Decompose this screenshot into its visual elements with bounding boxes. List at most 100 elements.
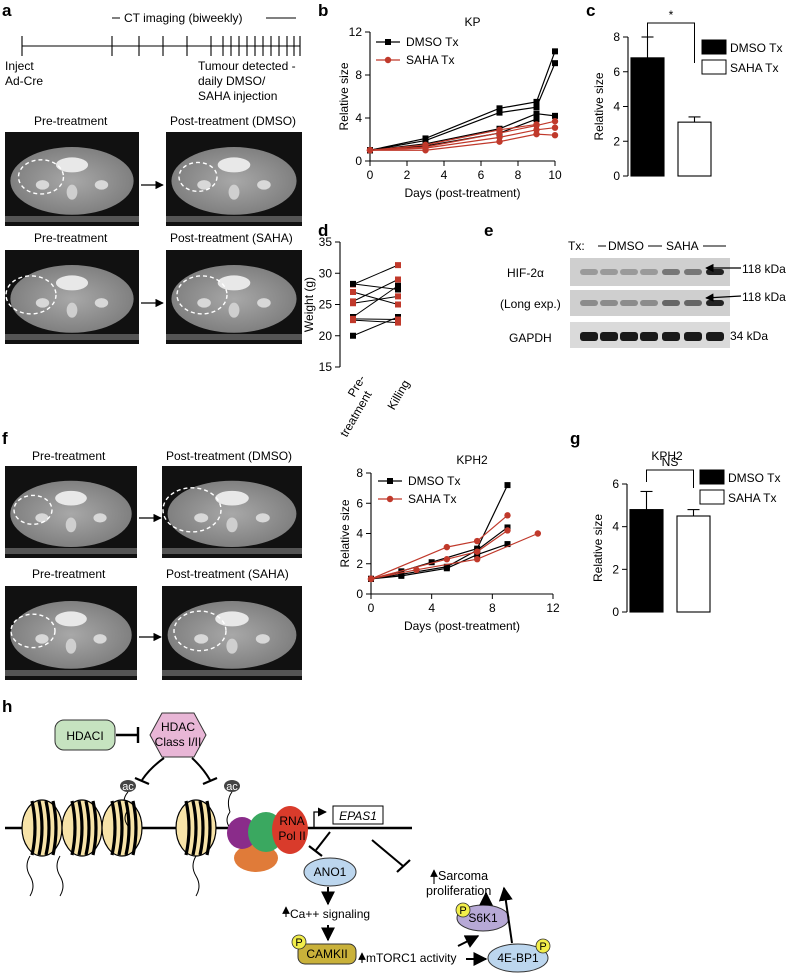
pair-line bbox=[352, 318, 399, 320]
blot-band bbox=[620, 300, 638, 306]
ct-bone bbox=[35, 298, 50, 308]
ct-bone bbox=[66, 302, 78, 318]
panel-f: f Pre-treatment Post-treatment (DMSO) Pr… bbox=[2, 429, 560, 633]
panel-label-a: a bbox=[2, 1, 12, 20]
histone-tail bbox=[56, 855, 64, 897]
legend-saha-marker bbox=[386, 495, 394, 503]
panel-label-h: h bbox=[2, 697, 12, 716]
saha-point bbox=[551, 124, 559, 131]
ca-signal-label: Ca++ signaling bbox=[290, 907, 370, 921]
dmso-bar bbox=[630, 57, 665, 177]
x-category-label-killing: Killing bbox=[384, 378, 412, 413]
legend-saha-swatch bbox=[701, 59, 727, 75]
sarcoma-label-2: proliferation bbox=[426, 884, 491, 898]
blot-band bbox=[706, 269, 724, 275]
saha-point bbox=[366, 147, 374, 154]
blot-saha-label: SAHA bbox=[666, 239, 699, 253]
hdac-label-2: Class I/II bbox=[155, 735, 202, 749]
x-tick-label: 10 bbox=[548, 168, 562, 182]
legend-saha-swatch bbox=[699, 489, 725, 505]
ct-a-pre1-label: Pre-treatment bbox=[34, 114, 108, 128]
panel-a: a CT imaging (biweekly) Inject Ad-Cre Tu… bbox=[2, 1, 301, 245]
tumour-label-2: daily DMSO/ bbox=[198, 74, 266, 88]
pair-line bbox=[352, 295, 399, 304]
ct-bone bbox=[65, 517, 77, 533]
acetyl-tag bbox=[120, 780, 136, 792]
saha-point bbox=[496, 138, 503, 145]
y-tick-label: 2 bbox=[613, 134, 620, 148]
dna-wrap bbox=[117, 800, 124, 856]
saha-bar bbox=[676, 515, 711, 613]
rna-pol-label-1: RNA bbox=[279, 814, 304, 828]
rna-pol-ii bbox=[272, 806, 308, 854]
saha-point bbox=[443, 556, 451, 563]
blot-band bbox=[580, 300, 598, 306]
legend-saha-label: SAHA Tx bbox=[730, 61, 778, 75]
ct-body bbox=[10, 480, 132, 547]
tumour-outline bbox=[176, 275, 228, 315]
legend-dmso-label: DMSO Tx bbox=[730, 41, 782, 55]
ct-f-post2-label: Post-treatment (SAHA) bbox=[166, 567, 289, 581]
blot-band bbox=[684, 300, 702, 306]
legend-saha-label: SAHA Tx bbox=[728, 491, 776, 505]
ct-table bbox=[5, 548, 137, 554]
ct-spine bbox=[55, 157, 89, 173]
significance-label: * bbox=[669, 8, 674, 22]
saha-point bbox=[350, 298, 356, 305]
ct-bone bbox=[197, 180, 211, 190]
saha-series-line bbox=[369, 123, 537, 151]
ct-spine bbox=[55, 611, 87, 627]
tumour-label-3: SAHA injection bbox=[198, 89, 277, 103]
phospho-tag bbox=[455, 902, 471, 918]
pair-line bbox=[352, 264, 399, 285]
ct-bone bbox=[255, 513, 270, 523]
svg-text:P: P bbox=[539, 941, 546, 953]
dmso-point bbox=[533, 98, 540, 105]
blot-row-hif2a: HIF-2α bbox=[507, 266, 544, 280]
y-tick-label: 4 bbox=[612, 520, 619, 534]
svg-text:P: P bbox=[459, 905, 466, 917]
y-tick-label: 8 bbox=[356, 466, 363, 480]
y-tick-label: 6 bbox=[612, 477, 619, 491]
saha-point bbox=[496, 126, 503, 134]
panel-e: e Tx: DMSO SAHA HIF-2α (Long exp.) GAPDH… bbox=[484, 221, 786, 348]
dmso-point bbox=[533, 110, 540, 117]
s6k1-label: S6K1 bbox=[468, 911, 498, 925]
svg-text:ac: ac bbox=[122, 781, 134, 793]
saha-point bbox=[395, 293, 401, 300]
tumour-outline bbox=[17, 159, 65, 195]
saha-point bbox=[504, 512, 511, 519]
ct-body bbox=[10, 601, 132, 669]
histone-tail bbox=[124, 809, 129, 827]
saha-series-line bbox=[370, 529, 508, 580]
dna-wrap bbox=[184, 800, 191, 856]
saha-point bbox=[395, 301, 401, 308]
ct-scan-image bbox=[5, 466, 137, 558]
ct-body bbox=[171, 147, 297, 215]
blot-band bbox=[662, 300, 680, 306]
phospho-tag bbox=[535, 938, 551, 954]
x-axis-label: Days (post-treatment) bbox=[404, 619, 520, 633]
blot-band bbox=[600, 332, 618, 341]
ct-bone bbox=[228, 302, 240, 318]
ct-bone bbox=[194, 513, 209, 523]
ct-scan-image bbox=[162, 586, 302, 680]
ct-bone bbox=[35, 513, 49, 523]
svg-text:ac: ac bbox=[226, 781, 238, 793]
epas1-gene-box bbox=[332, 805, 384, 825]
blot-band bbox=[600, 300, 618, 306]
saha-series-line bbox=[370, 514, 508, 580]
dmso-point bbox=[552, 48, 558, 55]
blot-band bbox=[640, 332, 658, 341]
epas1-gene-label: EPAS1 bbox=[339, 809, 377, 823]
ct-body bbox=[171, 265, 297, 333]
acetyl-tag bbox=[224, 780, 240, 792]
y-tick-label: 8 bbox=[355, 68, 362, 82]
ct-bone bbox=[94, 180, 109, 190]
ct-spine bbox=[215, 490, 249, 506]
saha-point bbox=[551, 132, 559, 139]
